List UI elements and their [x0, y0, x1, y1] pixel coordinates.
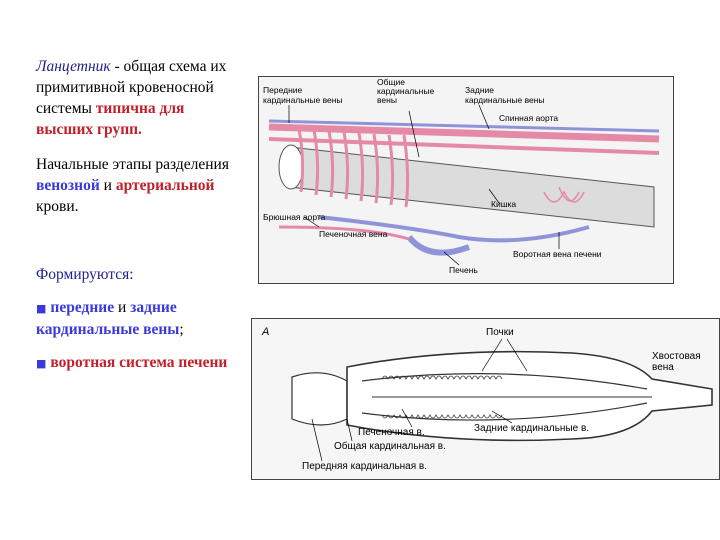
formed-heading: Формируются: — [36, 266, 134, 283]
portal-vein-vessel — [318, 215, 590, 243]
label-ventral-aorta: Брюшная аорта — [263, 212, 326, 222]
intro-highlight: типична для высших групп. — [36, 100, 185, 138]
dorsal-aorta-vessel — [268, 123, 660, 143]
rear-cardinal-term: задние кардинальные вены — [36, 299, 180, 338]
arterial-term: артериальной — [115, 177, 215, 194]
label-intestine: Кишка — [491, 199, 516, 209]
bullet-square-icon: ■ — [36, 302, 47, 315]
label-front-cardinal-v: Передняя кардинальная в. — [302, 461, 427, 472]
intro-text: - общая схема их примитивной кровеносной… — [36, 58, 227, 117]
text-column: Ланцетник - общая схема их примитивной к… — [36, 56, 241, 374]
lower-cardinal-vein — [361, 402, 648, 421]
intro-paragraph: Ланцетник - общая схема их примитивной к… — [36, 56, 241, 140]
sep-text-b: и — [99, 177, 116, 194]
front-term: передние — [50, 299, 115, 316]
bullet-square-icon: ■ — [36, 357, 47, 370]
label-kidneys: Почки — [486, 327, 514, 338]
b1-and: и — [114, 299, 131, 316]
ventral-aorta-vessel — [278, 225, 410, 241]
label-portal-vein: Воротная вена печени — [513, 249, 602, 259]
venous-term: венозной — [36, 177, 100, 194]
separation-paragraph: Начальные этапы разделения венозной и ар… — [36, 154, 241, 217]
label-rear-cardinal-v: Задние кардинальные в. — [474, 423, 589, 434]
kidney-tubules — [381, 375, 503, 419]
bullet-1: ■передние и задние кардинальные вены; — [36, 297, 241, 340]
label-liver: Печень — [449, 265, 478, 275]
head-region — [291, 372, 348, 426]
upper-cardinal-vein — [361, 373, 648, 390]
liver-vessel — [406, 235, 471, 256]
label-pointers — [288, 104, 560, 266]
portal-system-term: воротная система печени — [50, 354, 228, 371]
gill-arches — [297, 128, 410, 208]
label-hepatic-vein: Печеночная вена — [319, 229, 388, 239]
capillary-tufts — [543, 186, 585, 203]
cardinal-vein-vessel — [268, 119, 660, 133]
sep-text-c: крови. — [36, 198, 79, 215]
figure-letter: А — [261, 326, 269, 338]
body-opening — [278, 144, 304, 190]
lancelet-term: Ланцетник — [36, 58, 111, 75]
label-hepatic-v: Печеночная в. — [358, 427, 425, 438]
label-pointers — [311, 338, 528, 462]
label-common-cardinal-v: Общая кардинальная в. — [334, 440, 446, 452]
artery-vessel — [268, 137, 660, 155]
sep-text-a: Начальные этапы разделения — [36, 156, 229, 173]
bullet-2: ■воротная система печени — [36, 352, 241, 374]
label-dorsal-aorta: Спинная аорта — [499, 113, 558, 123]
b1-end: ; — [179, 321, 184, 338]
